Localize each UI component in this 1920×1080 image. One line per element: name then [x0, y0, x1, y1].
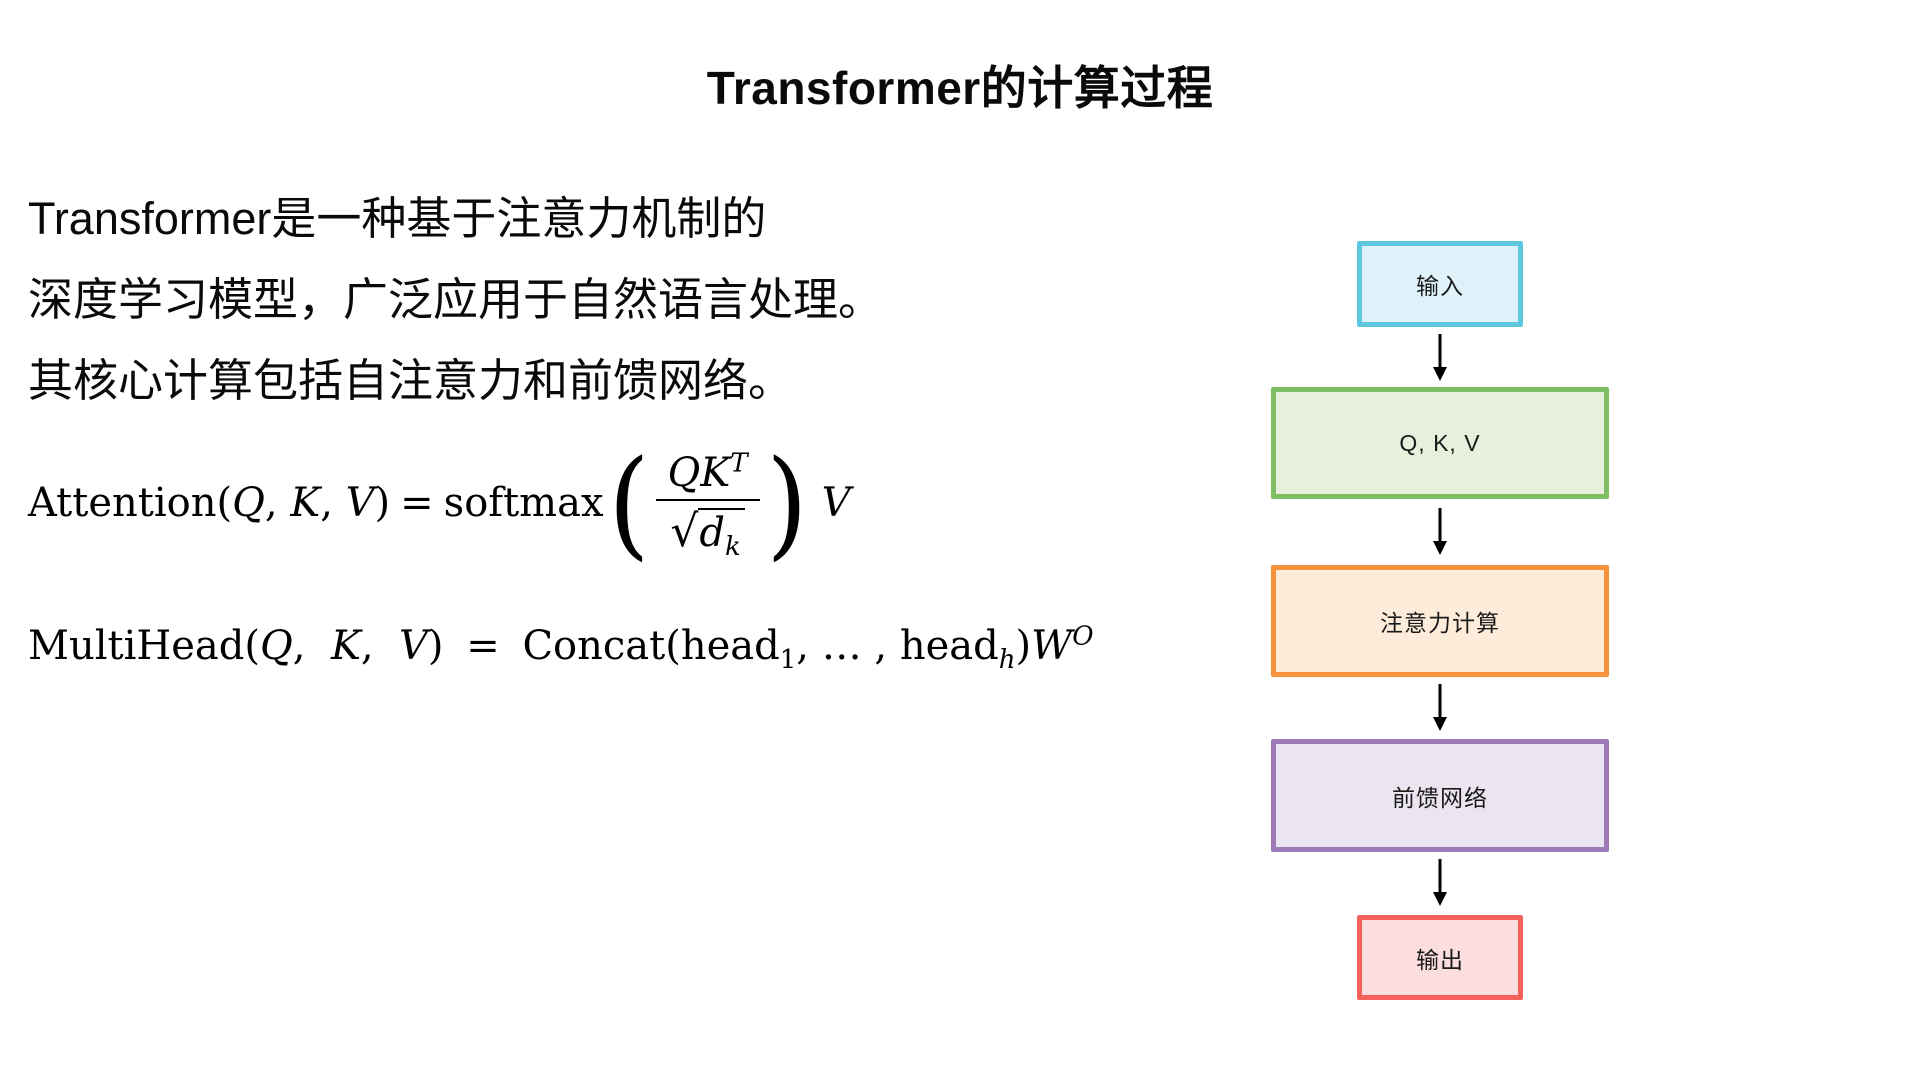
- flow-node-input: 输入: [1357, 241, 1523, 327]
- arrow-down-icon: [1433, 684, 1447, 731]
- flow-node-label: 输出: [1416, 946, 1464, 973]
- subscript: k: [725, 532, 741, 562]
- sqrt-icon: √: [670, 506, 699, 557]
- sep: ,: [360, 623, 387, 669]
- var: W: [1031, 623, 1073, 669]
- var: Q: [667, 450, 701, 496]
- flow-node-output: 输出: [1357, 915, 1523, 1000]
- equals-sign: =: [466, 623, 500, 669]
- var: Q: [232, 480, 265, 526]
- flow-node-qkv: Q, K, V: [1271, 387, 1609, 499]
- intro-line: 其核心计算包括自注意力和前馈网络。: [28, 355, 794, 406]
- operator-softmax: softmax: [443, 480, 604, 526]
- paren: ): [427, 623, 444, 669]
- arrow-down-icon: [1433, 508, 1447, 555]
- operator-concat: Concat: [522, 623, 666, 669]
- sep: ,: [264, 480, 278, 526]
- sep: ,: [292, 623, 319, 669]
- paren: (: [665, 623, 681, 669]
- paren: ): [374, 480, 391, 526]
- paren: ): [1015, 623, 1032, 669]
- head-term: head: [680, 623, 780, 669]
- head-term: head: [899, 623, 999, 669]
- subscript: h: [998, 645, 1016, 675]
- big-left-paren: (: [607, 434, 650, 572]
- equals-sign: =: [400, 480, 434, 526]
- formula-multihead: MultiHead(Q, K, V) = Concat(head1, … , h…: [28, 620, 1094, 675]
- flow-node-label: 前馈网络: [1392, 784, 1488, 811]
- arrow-down-icon: [1433, 334, 1447, 381]
- arrow-down-icon: [1433, 859, 1447, 906]
- fraction: QKT √dk: [655, 450, 760, 560]
- ellipsis: , … ,: [796, 623, 900, 669]
- var: K: [700, 450, 731, 496]
- paren: (: [216, 480, 233, 526]
- intro-paragraph: Transformer是一种基于注意力机制的 深度学习模型，广泛应用于自然语言处…: [28, 178, 883, 421]
- var: K: [290, 480, 321, 526]
- flow-node-label: 输入: [1416, 273, 1464, 299]
- subscript: 1: [779, 645, 797, 675]
- flow-node-label: 注意力计算: [1380, 610, 1500, 636]
- flow-node-attention: 注意力计算: [1271, 565, 1609, 677]
- superscript: O: [1072, 621, 1094, 652]
- var: Q: [260, 623, 293, 669]
- fraction-numerator: QKT: [655, 450, 760, 501]
- var: V: [345, 480, 375, 526]
- intro-line: Transformer是一种基于注意力机制的: [28, 193, 767, 244]
- var: V: [399, 623, 428, 669]
- formula-func: MultiHead: [28, 623, 245, 669]
- var: d: [699, 510, 725, 556]
- sep: ,: [320, 480, 333, 526]
- flow-node-label: Q, K, V: [1399, 429, 1481, 456]
- paren: (: [244, 623, 260, 669]
- formula-attention: Attention(Q, K, V) = softmax ( QKT √dk )…: [28, 444, 851, 562]
- var: K: [330, 623, 361, 669]
- fraction-denominator: √dk: [670, 501, 745, 560]
- big-right-paren: ): [765, 434, 808, 572]
- intro-line: 深度学习模型，广泛应用于自然语言处理。: [28, 274, 884, 325]
- formula-func: Attention: [28, 480, 217, 526]
- superscript: T: [730, 448, 748, 479]
- flow-node-feedforward: 前馈网络: [1271, 739, 1609, 852]
- page-title: Transformer的计算过程: [706, 62, 1214, 114]
- var: V: [821, 480, 851, 526]
